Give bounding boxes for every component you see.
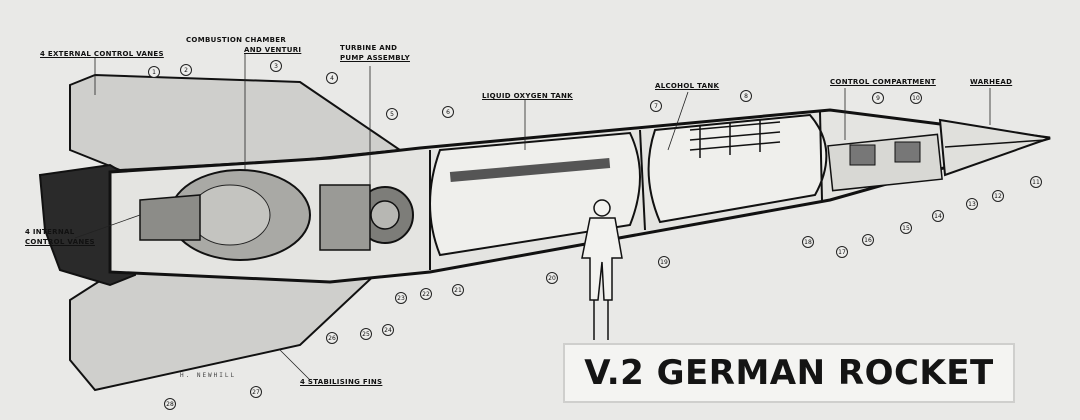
callout-10: 10	[910, 92, 922, 104]
label-combustion-chamber-2: AND VENTURI	[244, 46, 302, 54]
callout-17: 17	[836, 246, 848, 258]
callout-6: 6	[442, 106, 454, 118]
callout-9: 9	[872, 92, 884, 104]
callout-18: 18	[802, 236, 814, 248]
callout-5: 5	[386, 108, 398, 120]
label-turbine-1: TURBINE AND	[340, 44, 398, 52]
callout-4: 4	[326, 72, 338, 84]
callout-20: 20	[546, 272, 558, 284]
callout-7: 7	[650, 100, 662, 112]
label-alcohol-tank: ALCOHOL TANK	[655, 82, 720, 90]
callout-16: 16	[862, 234, 874, 246]
diagram-title: V.2 GERMAN ROCKET	[584, 353, 994, 393]
callout-15: 15	[900, 222, 912, 234]
callout-22: 22	[420, 288, 432, 300]
label-internal-vanes-2: CONTROL VANES	[25, 238, 95, 246]
label-warhead: WARHEAD	[970, 78, 1013, 86]
label-stabilising-fins: 4 STABILISING FINS	[300, 378, 383, 386]
label-turbine-2: PUMP ASSEMBLY	[340, 54, 410, 62]
callout-11: 11	[1030, 176, 1042, 188]
callout-8: 8	[740, 90, 752, 102]
callout-19: 19	[658, 256, 670, 268]
callout-12: 12	[992, 190, 1004, 202]
label-external-control-vanes: 4 EXTERNAL CONTROL VANES	[40, 50, 164, 58]
callout-1: 1	[148, 66, 160, 78]
label-control-compartment: CONTROL COMPARTMENT	[830, 78, 936, 86]
callout-23: 23	[395, 292, 407, 304]
title-plate: V.2 GERMAN ROCKET	[563, 343, 1015, 403]
callout-13: 13	[966, 198, 978, 210]
callout-26: 26	[326, 332, 338, 344]
label-internal-vanes-1: 4 INTERNAL	[25, 228, 75, 236]
callout-3: 3	[270, 60, 282, 72]
callout-21: 21	[452, 284, 464, 296]
label-combustion-chamber-1: COMBUSTION CHAMBER	[186, 36, 287, 44]
label-lox-tank: LIQUID OXYGEN TANK	[482, 92, 573, 100]
callout-14: 14	[932, 210, 944, 222]
soldier-figure	[581, 199, 623, 340]
callout-24: 24	[382, 324, 394, 336]
callout-27: 27	[250, 386, 262, 398]
callout-2: 2	[180, 64, 192, 76]
warhead	[938, 118, 1051, 177]
callout-25: 25	[360, 328, 372, 340]
callout-28: 28	[164, 398, 176, 410]
artist-signature: H. NEWHILL	[180, 372, 237, 379]
